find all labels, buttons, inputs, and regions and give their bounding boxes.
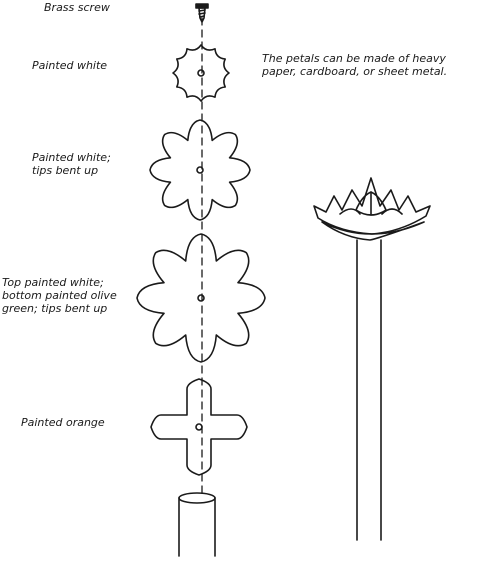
small-white-flower-shape bbox=[172, 44, 230, 102]
medium-flower-center-hole bbox=[196, 166, 204, 174]
medium-white-flower-shape bbox=[149, 119, 251, 221]
large-flower-center-hole bbox=[197, 294, 205, 302]
label-line: Top painted white; bbox=[2, 276, 104, 289]
note-line-2: paper, cardboard, or sheet metal. bbox=[262, 65, 448, 78]
orange-cross-shape bbox=[150, 378, 248, 476]
label-line: green; tips bent up bbox=[2, 302, 108, 315]
label-line: tips bent up bbox=[32, 164, 99, 177]
label-painted-white: Painted white bbox=[32, 59, 108, 72]
note-line-1: The petals can be made of heavy bbox=[262, 52, 446, 65]
dowel-stem-icon bbox=[178, 492, 216, 557]
label-top-white-bottom-olive: Top painted white; bottom painted olive … bbox=[2, 276, 117, 315]
cross-center-hole bbox=[195, 423, 203, 431]
assembled-flower-icon bbox=[313, 177, 431, 541]
brass-screw-icon bbox=[195, 3, 209, 23]
label-brass-screw: Brass screw bbox=[44, 1, 110, 14]
note-text: The petals can be made of heavy paper, c… bbox=[262, 52, 447, 78]
label-line: Painted white; bbox=[32, 151, 111, 164]
label-line: bottom painted olive bbox=[2, 289, 117, 302]
small-flower-center-hole bbox=[197, 69, 205, 77]
label-painted-white-tips-bent: Painted white; tips bent up bbox=[32, 151, 111, 177]
label-painted-orange: Painted orange bbox=[21, 416, 105, 429]
large-two-tone-flower-shape bbox=[136, 233, 266, 363]
